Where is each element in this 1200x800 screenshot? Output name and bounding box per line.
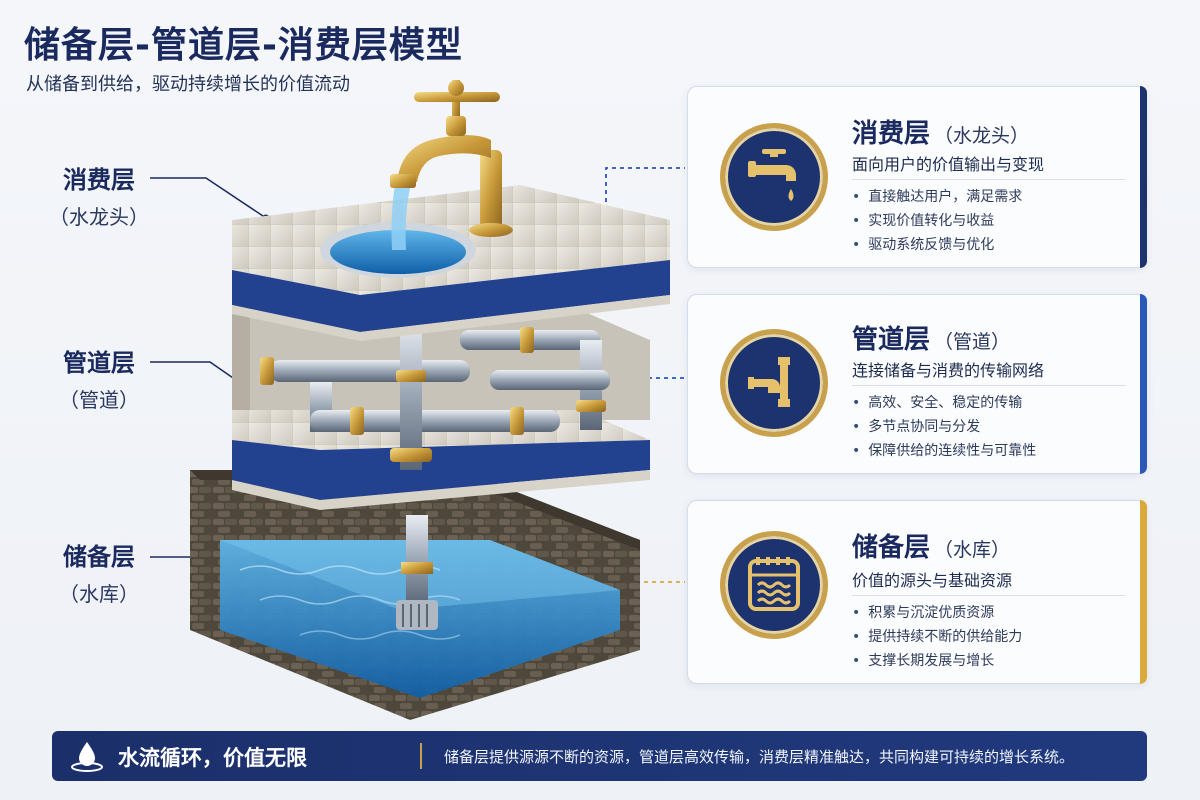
card-title: 管道层（管道） bbox=[852, 319, 1010, 356]
card-subtitle: 面向用户的价值输出与变现 bbox=[852, 155, 1045, 174]
card-title-text: 储备层 bbox=[852, 533, 931, 563]
card-pipeline: 管道层（管道） 连接储备与消费的传输网络 高效、安全、稳定的传输 多节点协同与分… bbox=[687, 294, 1147, 474]
card-subtitle: 价值的源头与基础资源 bbox=[852, 571, 1013, 590]
reservoir-icon bbox=[720, 531, 828, 639]
card-bullet: 积累与沉淀优质资源 bbox=[852, 601, 1022, 625]
side-label-reserve: 储备层 （水库） bbox=[34, 537, 164, 607]
card-bullet: 保障供给的连续性与可靠性 bbox=[852, 439, 1036, 463]
card-title: 消费层（水龙头） bbox=[852, 113, 1029, 150]
card-bullets: 积累与沉淀优质资源 提供持续不断的供给能力 支撑长期发展与增长 bbox=[852, 601, 1022, 673]
card-accent-stripe bbox=[1140, 86, 1147, 268]
summary-separator bbox=[420, 743, 422, 769]
side-label-name: 储备层 bbox=[63, 543, 135, 571]
card-title: 储备层（水库） bbox=[852, 527, 1010, 564]
card-divider bbox=[852, 385, 1126, 386]
card-bullets: 高效、安全、稳定的传输 多节点协同与分发 保障供给的连续性与可靠性 bbox=[852, 391, 1036, 463]
card-divider bbox=[852, 595, 1126, 596]
card-bullet: 高效、安全、稳定的传输 bbox=[852, 391, 1036, 415]
side-label-name: 管道层 bbox=[63, 349, 135, 377]
consumption-layer bbox=[232, 80, 670, 341]
side-label-consumption: 消费层 （水龙头） bbox=[34, 160, 164, 230]
layer-illustration bbox=[190, 80, 670, 720]
side-label-name: 消费层 bbox=[63, 166, 135, 194]
card-bullet: 提供持续不断的供给能力 bbox=[852, 625, 1022, 649]
summary-slogan: 水流循环，价值无限 bbox=[118, 746, 307, 770]
leader-line-consumption bbox=[150, 177, 267, 219]
side-label-pipeline: 管道层 （管道） bbox=[34, 343, 164, 413]
card-accent-stripe bbox=[1140, 294, 1147, 474]
summary-description: 储备层提供源源不断的资源，管道层高效传输，消费层精准触达，共同构建可持续的增长系… bbox=[444, 748, 1075, 766]
page-title: 储备层-管道层-消费层模型 bbox=[24, 25, 463, 66]
card-consumption: 消费层（水龙头） 面向用户的价值输出与变现 直接触达用户，满足需求 实现价值转化… bbox=[687, 86, 1147, 268]
card-title-paren: （水龙头） bbox=[934, 125, 1030, 147]
card-reserve: 储备层（水库） 价值的源头与基础资源 积累与沉淀优质资源 提供持续不断的供给能力… bbox=[687, 500, 1147, 684]
water-drop-icon bbox=[71, 742, 103, 772]
summary-banner: 水流循环，价值无限 储备层提供源源不断的资源，管道层高效传输，消费层精准触达，共… bbox=[52, 731, 1147, 781]
faucet-icon bbox=[720, 123, 828, 231]
card-bullet: 支撑长期发展与增长 bbox=[852, 649, 1022, 673]
card-title-text: 消费层 bbox=[852, 119, 931, 149]
card-connector-consumption bbox=[605, 167, 685, 210]
reservoir-layer bbox=[190, 470, 640, 720]
card-bullet: 实现价值转化与收益 bbox=[852, 209, 1022, 233]
page-subtitle: 从储备到供给，驱动持续增长的价值流动 bbox=[26, 74, 350, 95]
card-bullets: 直接触达用户，满足需求 实现价值转化与收益 驱动系统反馈与优化 bbox=[852, 185, 1022, 257]
card-bullet: 驱动系统反馈与优化 bbox=[852, 233, 1022, 257]
side-label-sub: （水库） bbox=[59, 582, 139, 606]
side-label-sub: （水龙头） bbox=[49, 205, 149, 229]
card-bullet: 直接触达用户，满足需求 bbox=[852, 185, 1022, 209]
pipe-icon bbox=[720, 329, 828, 437]
card-title-text: 管道层 bbox=[852, 325, 931, 355]
card-title-paren: （水库） bbox=[934, 539, 1011, 561]
card-divider bbox=[852, 179, 1126, 180]
pipeline-layer bbox=[232, 306, 650, 510]
card-accent-stripe bbox=[1140, 500, 1147, 684]
side-label-sub: （管道） bbox=[59, 388, 139, 412]
card-subtitle: 连接储备与消费的传输网络 bbox=[852, 361, 1045, 380]
card-bullet: 多节点协同与分发 bbox=[852, 415, 1036, 439]
card-title-paren: （管道） bbox=[934, 331, 1011, 353]
